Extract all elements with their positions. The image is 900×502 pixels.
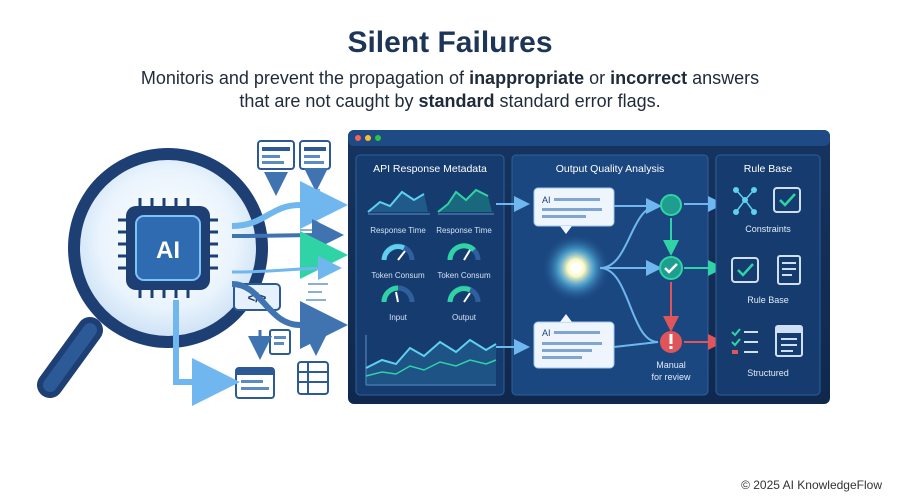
page-subtitle: Monitoris and prevent the propagation of… [0, 67, 900, 113]
window-minimize-dot[interactable] [365, 135, 371, 141]
mini-chart-1 [367, 190, 430, 215]
table-icon-bottom [297, 361, 329, 395]
window-titlebar [348, 130, 830, 146]
arrow-right [231, 256, 342, 281]
window-icon-bottom [235, 367, 275, 399]
checklist-icon [731, 328, 758, 354]
magnifier-handle-highlight [43, 323, 97, 392]
gauge-label: Token Consum [437, 271, 491, 280]
page-title: Silent Failures [347, 26, 553, 59]
chip-pins [118, 198, 218, 298]
gauge-label: Response Time [436, 226, 492, 235]
document-icon-top-1 [257, 140, 295, 170]
quality-panel-title: Output Quality Analysis [556, 163, 665, 175]
network-icon [733, 187, 757, 215]
table-doc-icon [775, 325, 803, 357]
manual-review-label: Manual [656, 360, 686, 370]
chat-bubble-1: AI [533, 187, 615, 234]
subtitle-text: or [584, 68, 611, 88]
document-icon-bottom-1 [269, 329, 291, 355]
gauge-token-consumption-1: Token Consum [371, 271, 425, 303]
mini-chart-2 [437, 188, 494, 215]
chat-bubble-2: AI [533, 314, 615, 369]
rules-panel [715, 154, 821, 396]
copyright-text: © 2025 AI KnowledgeFlow [741, 478, 882, 492]
gauge-label: Token Consum [371, 271, 425, 280]
analysis-flow-arrows [496, 196, 724, 355]
gauge-label: Output [452, 313, 477, 322]
document-list-icon [777, 255, 801, 285]
check-node-icon [659, 256, 683, 280]
window-close-dot[interactable] [355, 135, 361, 141]
alert-node-icon [660, 331, 682, 353]
bubble-label: AI [542, 195, 551, 205]
window-maximize-dot[interactable] [375, 135, 381, 141]
rules-panel-title: Rule Base [744, 163, 793, 175]
gauge-response-time-2: Response Time [436, 226, 492, 261]
api-panel-title: API Response Metadata [373, 163, 487, 175]
subtitle-text: that are not caught by [239, 91, 419, 111]
subtitle-emphasis: incorrect [610, 68, 688, 88]
arrow-right [231, 281, 348, 349]
gauge-response-time-1: Response Time [370, 226, 426, 261]
arrow-right [231, 181, 348, 229]
subtitle-emphasis: standard [418, 91, 495, 111]
subtitle-line-2: that are not caught by standard standard… [0, 90, 900, 113]
chip-core [135, 215, 201, 281]
gauge-input: Input [389, 313, 408, 322]
arrow-right [231, 219, 344, 252]
subtitle-emphasis: inappropriate [469, 68, 585, 88]
checkbox-icon [773, 187, 801, 213]
api-panel [355, 154, 505, 396]
input-arrows [173, 168, 348, 406]
ai-chip-icon: AI [118, 198, 218, 298]
check-square-icon [731, 257, 759, 283]
rule-item-label: Constraints [745, 224, 791, 234]
chip-label: AI [156, 237, 180, 264]
gauge-output: Output [452, 313, 477, 322]
subtitle-text: answers [687, 68, 760, 88]
dashboard-window: API Response Metadata Response Time Resp… [348, 130, 830, 404]
arrow-down-right [173, 300, 240, 406]
rule-item-label: Rule Base [747, 295, 789, 305]
subtitle-line-1: Monitoris and prevent the propagation of… [0, 67, 900, 90]
bubble-label: AI [542, 328, 551, 338]
gauge-token-consumption-2: Token Consum [437, 271, 491, 303]
rule-item-label: Structured [747, 368, 789, 378]
subtitle-text: Monitoris and prevent the propagation of [140, 68, 470, 88]
gauge-label: Input [389, 313, 408, 322]
status-node-neutral [660, 194, 682, 216]
manual-review-sublabel: for review [651, 372, 691, 382]
subtitle-text: standard error flags. [494, 91, 661, 111]
analysis-core [570, 262, 582, 274]
mini-chart-3 [365, 335, 497, 386]
document-icon-top-2 [299, 140, 331, 170]
gauge-label: Response Time [370, 226, 426, 235]
